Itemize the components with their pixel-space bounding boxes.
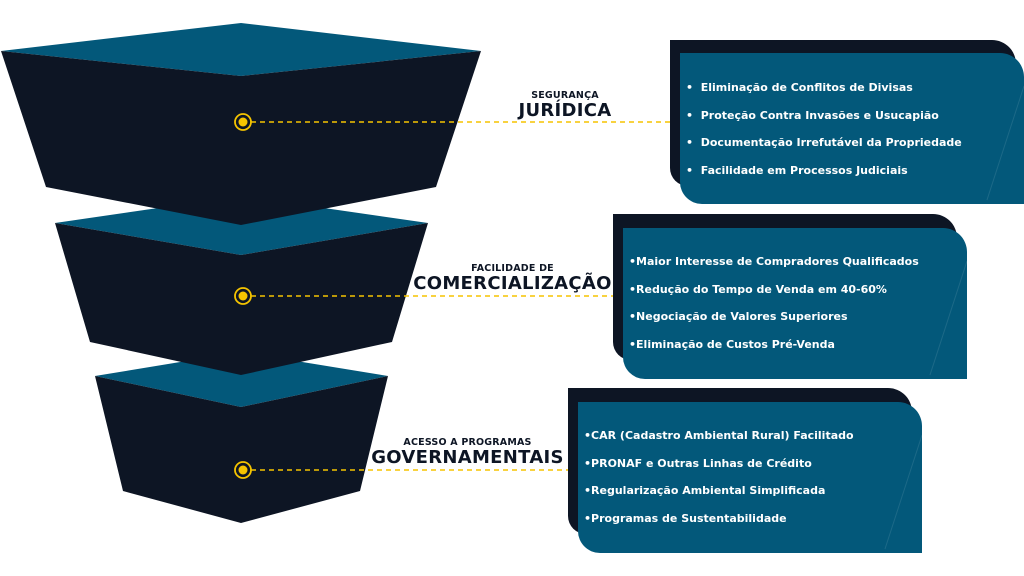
box-sheen: [986, 85, 1024, 201]
stage-1-label-big: JURÍDICA: [518, 100, 612, 121]
list-item: •Negociação de Valores Superiores: [629, 310, 919, 338]
bullet: •: [629, 310, 637, 323]
list-item: •Redução do Tempo de Venda em 40-60%: [629, 283, 919, 311]
list-item-text: Eliminação de Custos Pré-Venda: [636, 337, 835, 351]
list-item: •Regularização Ambiental Simplificada: [584, 484, 854, 512]
list-item-text: Programas de Sustentabilidade: [591, 511, 787, 525]
stage-1-label-small: SEGURANÇA: [531, 90, 599, 101]
benefits-list-2: •Maior Interesse de Compradores Qualific…: [629, 255, 919, 365]
funnel-tier-3-body: [95, 376, 388, 523]
stage-2-label-big: COMERCIALIZAÇÃO: [413, 273, 612, 294]
list-item: • Documentação Irrefutável da Propriedad…: [686, 136, 962, 164]
list-item: • Proteção Contra Invasões e Usucapião: [686, 109, 962, 137]
bullet: •: [686, 108, 694, 122]
funnel-tier-1-body: [1, 51, 481, 225]
list-item-text: Regularização Ambiental Simplificada: [591, 484, 826, 497]
list-item: •CAR (Cadastro Ambiental Rural) Facilita…: [584, 429, 854, 457]
benefits-box-3: •CAR (Cadastro Ambiental Rural) Facilita…: [578, 402, 923, 553]
stage-3-label-small: ACESSO A PROGRAMAS: [403, 437, 532, 448]
stage-label-3: ACESSO A PROGRAMAS GOVERNAMENTAIS: [365, 437, 570, 468]
funnel-tier-1-top-face: [1, 23, 481, 76]
list-item-text: CAR (Cadastro Ambiental Rural) Facilitad…: [591, 429, 854, 442]
list-item: • Facilidade em Processos Judiciais: [686, 164, 962, 192]
list-item-text: Redução do Tempo de Venda em 40-60%: [636, 282, 887, 296]
target-dot-icon-3: [234, 461, 252, 479]
list-item: •Programas de Sustentabilidade: [584, 512, 854, 540]
funnel-tier-3: [95, 352, 388, 523]
box-sheen: [884, 434, 923, 550]
list-item: •PRONAF e Outras Linhas de Crédito: [584, 457, 854, 485]
stage-label-2: FACILIDADE DE COMERCIALIZAÇÃO: [405, 263, 620, 294]
bullet: •: [584, 429, 592, 442]
box-sheen: [929, 260, 968, 376]
list-item: •Maior Interesse de Compradores Qualific…: [629, 255, 919, 283]
benefits-box-2: •Maior Interesse de Compradores Qualific…: [623, 228, 968, 379]
stage-label-1: SEGURANÇA JURÍDICA: [500, 90, 630, 121]
bullet: •: [584, 456, 592, 470]
benefits-list-1: • Eliminação de Conflitos de Divisas • P…: [686, 81, 962, 191]
bullet: •: [686, 81, 694, 94]
bullet: •: [584, 511, 592, 525]
list-item-text: Negociação de Valores Superiores: [636, 310, 848, 323]
bullet: •: [629, 337, 637, 351]
stage-3-label-big: GOVERNAMENTAIS: [371, 447, 564, 468]
list-item-text: Facilidade em Processos Judiciais: [700, 163, 908, 177]
target-dot-icon-2: [234, 287, 252, 305]
list-item-text: Eliminação de Conflitos de Divisas: [700, 81, 913, 94]
bullet: •: [629, 255, 637, 268]
list-item-text: Documentação Irrefutável da Propriedade: [700, 136, 962, 149]
list-item-text: PRONAF e Outras Linhas de Crédito: [591, 456, 812, 470]
funnel-tier-2-top-face: [55, 196, 428, 255]
bullet: •: [686, 136, 694, 149]
list-item-text: Proteção Contra Invasões e Usucapião: [700, 108, 939, 122]
bullet: •: [686, 163, 694, 177]
bullet: •: [584, 484, 592, 497]
benefits-list-3: •CAR (Cadastro Ambiental Rural) Facilita…: [584, 429, 854, 539]
benefits-box-1: • Eliminação de Conflitos de Divisas • P…: [680, 53, 1024, 204]
funnel-tier-3-top-face: [95, 352, 388, 407]
list-item-text: Maior Interesse de Compradores Qualifica…: [636, 255, 919, 268]
stage-2-label-small: FACILIDADE DE: [471, 263, 554, 274]
list-item: •Eliminação de Custos Pré-Venda: [629, 338, 919, 366]
list-item: • Eliminação de Conflitos de Divisas: [686, 81, 962, 109]
funnel-tier-1: [1, 23, 481, 225]
bullet: •: [629, 282, 637, 296]
target-dot-icon-1: [234, 113, 252, 131]
